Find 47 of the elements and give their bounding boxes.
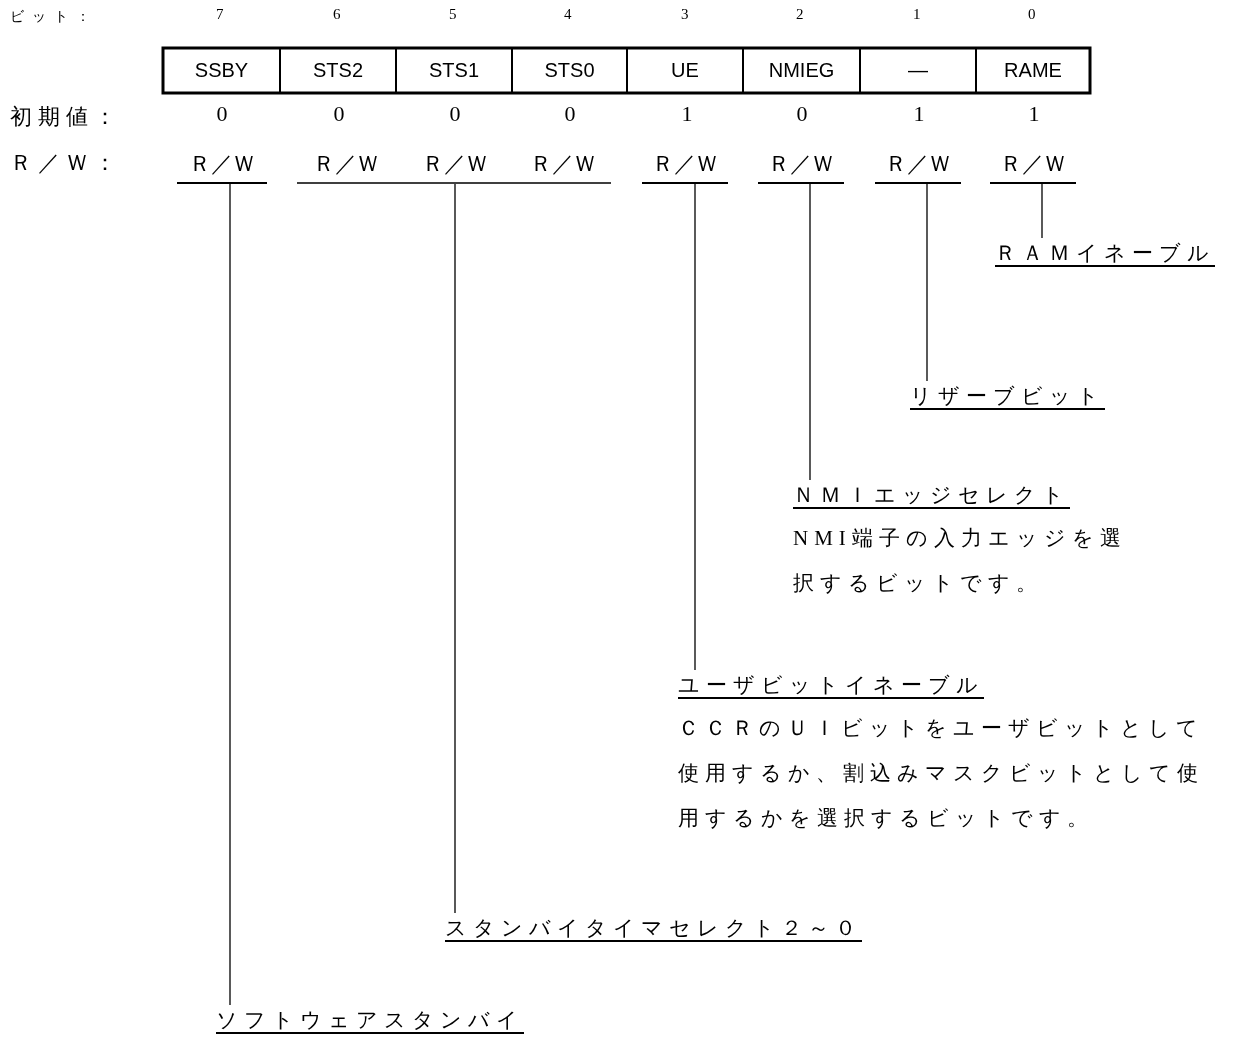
bit-description: NMI端子の入力エッジを選択するビットです。: [793, 525, 1128, 597]
row-heading: 初期値：: [10, 103, 122, 131]
bit-number: 5: [449, 6, 457, 23]
bit-field-cell: STS0: [512, 48, 627, 93]
initial-value: 0: [216, 101, 228, 127]
access-label: Ｒ／Ｗ: [177, 147, 267, 184]
bit-number: 4: [564, 6, 572, 23]
bit-number: 1: [913, 6, 921, 23]
leader-line: [229, 183, 231, 1006]
bit-number: 7: [216, 6, 224, 23]
access-label: Ｒ／Ｗ: [515, 147, 611, 184]
access-label: Ｒ／Ｗ: [875, 147, 961, 184]
bit-field-cell: NMIEG: [743, 48, 860, 93]
bit-name: スタンバイタイマセレクト２～０: [445, 915, 862, 942]
initial-value: 0: [333, 101, 345, 127]
initial-value: 1: [1028, 101, 1040, 127]
access-label: Ｒ／Ｗ: [990, 147, 1076, 184]
access-label: Ｒ／Ｗ: [758, 147, 844, 184]
bit-name: ソフトウェアスタンバイ: [216, 1007, 524, 1034]
leader-line: [926, 183, 928, 382]
access-label: Ｒ／Ｗ: [395, 147, 515, 184]
bit-number: 0: [1028, 6, 1036, 23]
bit-name: リザーブビット: [910, 383, 1105, 410]
bit-field-cell: UE: [627, 48, 743, 93]
access-label: Ｒ／Ｗ: [642, 147, 728, 184]
bit-field-cell: STS1: [396, 48, 512, 93]
initial-value: 0: [449, 101, 461, 127]
bit-name: ＮＭＩエッジセレクト: [793, 482, 1070, 509]
bit-field-cell: STS2: [280, 48, 396, 93]
leader-line: [1041, 183, 1043, 239]
initial-value: 1: [913, 101, 925, 127]
bit-number: 2: [796, 6, 804, 23]
bit-name: ＲＡＭイネーブル: [995, 240, 1215, 267]
leader-line: [694, 183, 696, 671]
initial-value: 0: [564, 101, 576, 127]
access-label: Ｒ／Ｗ: [297, 147, 395, 184]
bit-field-cell: —: [860, 48, 976, 93]
leader-line: [809, 183, 811, 481]
bit-number: 6: [333, 6, 341, 23]
bit-description: ＣＣＲのＵＩビットをユーザビットとして使用するか、割込みマスクビットとして使用するかを選択するビットです。: [678, 715, 1205, 832]
row-heading: ビット：: [10, 8, 98, 26]
row-heading: Ｒ／Ｗ：: [10, 149, 122, 177]
bit-name: ユーザビットイネーブル: [678, 672, 984, 699]
leader-line: [296, 182, 612, 914]
initial-value: 0: [796, 101, 808, 127]
bit-number: 3: [681, 6, 689, 23]
initial-value: 1: [681, 101, 693, 127]
